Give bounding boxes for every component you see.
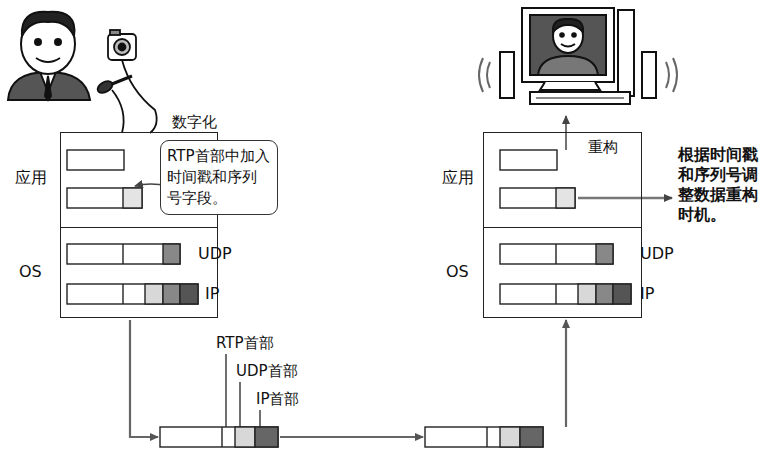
speakers: [479, 52, 677, 98]
computer-monitor: [522, 8, 634, 104]
layer-box: OSUDPIP: [15, 227, 218, 318]
label: 数字化: [172, 112, 217, 132]
label: IP首部: [256, 389, 299, 409]
layer-box: OSUDPIP: [440, 227, 642, 318]
label: UDP首部: [236, 361, 298, 381]
data-flow-arrow: [130, 320, 566, 437]
callout-text: RTP首部中加入时间戳和序列号字段。: [167, 146, 271, 209]
layer-label: 应用: [15, 168, 47, 188]
layer-label: OS: [446, 262, 469, 282]
label: 重构: [588, 137, 618, 157]
person-icon: [8, 12, 90, 100]
layer-label: OS: [19, 262, 42, 282]
layer-label: UDP: [640, 244, 674, 264]
protocol-layer: UDP: [67, 244, 237, 264]
video-camera: [108, 30, 157, 133]
layer-label: 应用: [442, 168, 474, 188]
layer-outline: [483, 227, 642, 318]
callout-box: RTP首部中加入时间戳和序列号字段。: [160, 140, 278, 215]
microphone: [96, 76, 132, 133]
protocol-layer: UDP: [500, 244, 672, 264]
note-text: 根据时间戳和序列号调整数据重构时机。: [678, 145, 760, 225]
protocol-layer: IP: [500, 284, 672, 304]
layer-label: IP: [640, 284, 654, 304]
label: RTP首部: [216, 333, 274, 353]
layer-outline: [483, 132, 642, 228]
layer-outline: [60, 227, 218, 318]
layer-label: UDP: [198, 244, 232, 264]
layer-label: IP: [205, 284, 219, 304]
protocol-layer: IP: [67, 284, 237, 304]
